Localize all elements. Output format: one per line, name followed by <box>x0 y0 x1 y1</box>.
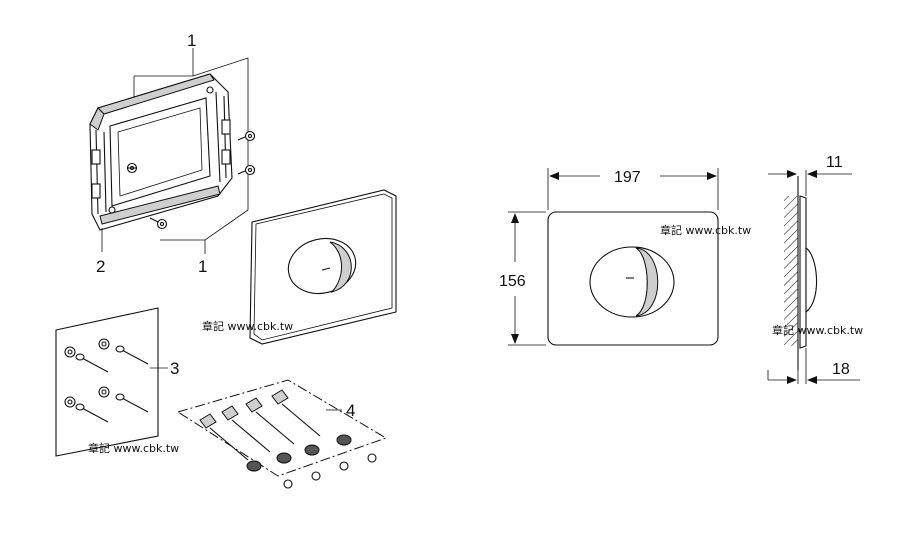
nut <box>336 434 352 446</box>
height-dimension <box>508 211 546 346</box>
small-screw <box>311 471 321 481</box>
wall-screw <box>64 396 109 423</box>
callout-1-top: 1 <box>187 31 196 50</box>
dimension-width: 197 <box>614 169 641 186</box>
small-screw <box>339 461 349 471</box>
frame-screws <box>126 130 256 230</box>
watermark-4: 章記 www.cbk.tw <box>772 323 863 337</box>
mounting-frame <box>89 48 249 254</box>
small-screw <box>367 453 377 463</box>
watermark-2: 章記 www.cbk.tw <box>88 441 179 455</box>
dimension-height: 156 <box>499 273 526 290</box>
width-dimension <box>547 168 719 210</box>
flush-plate-perspective <box>249 189 397 345</box>
watermark-1: 章記 www.cbk.tw <box>202 319 293 333</box>
screw <box>126 162 138 174</box>
wall-screw <box>64 346 109 373</box>
callout-1-bottom: 1 <box>198 257 207 276</box>
nut <box>304 444 320 456</box>
callout-4: 4 <box>346 401 355 420</box>
flush-plate-side-view <box>767 170 818 384</box>
dimension-depth-bottom: 18 <box>832 361 850 378</box>
flush-plate-front-view <box>547 211 719 346</box>
bolt-kit-panel <box>176 379 388 489</box>
callout-2: 2 <box>96 257 105 276</box>
wall-screw <box>98 386 149 413</box>
nut <box>276 452 292 464</box>
screw <box>149 217 168 230</box>
watermark-3: 章記 www.cbk.tw <box>660 223 751 237</box>
callout-3: 3 <box>170 359 179 378</box>
threaded-bolt <box>199 413 249 461</box>
wall-screw <box>98 338 149 365</box>
threaded-bolt <box>271 389 321 437</box>
screw-kit-panel <box>55 307 168 457</box>
small-screw <box>283 479 293 489</box>
nut <box>246 460 262 472</box>
dimension-depth-top: 11 <box>826 154 843 171</box>
threaded-bolt <box>221 405 271 453</box>
screw <box>237 130 256 142</box>
screw <box>237 164 256 176</box>
threaded-bolt <box>245 397 295 445</box>
